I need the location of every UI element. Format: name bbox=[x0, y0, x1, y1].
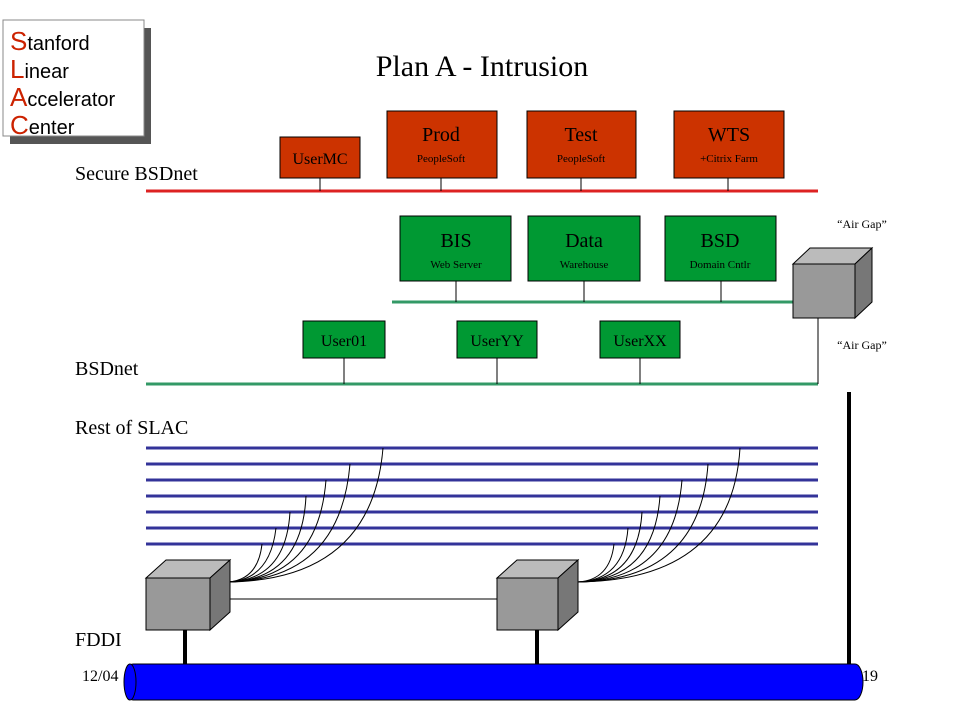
prod-label: Prod bbox=[422, 124, 460, 146]
footer-page: 19 bbox=[862, 668, 878, 685]
air-gap-cube bbox=[791, 246, 874, 384]
box-prod[interactable]: Prod PeopleSoft bbox=[386, 110, 498, 191]
box-useryy[interactable]: UserYY bbox=[456, 320, 538, 384]
box-bsd[interactable]: BSD Domain Cntlr bbox=[664, 215, 777, 302]
logo-word-linear: inear bbox=[24, 61, 69, 83]
user01-label: User01 bbox=[321, 333, 367, 350]
air-gap-label-top: “Air Gap” bbox=[837, 217, 887, 231]
box-user01[interactable]: User01 bbox=[302, 320, 386, 384]
bis-label: BIS bbox=[440, 230, 471, 252]
wts-sublabel: +Citrix Farm bbox=[700, 153, 758, 165]
box-wts[interactable]: WTS +Citrix Farm bbox=[673, 110, 785, 191]
svg-text:Stanford: Stanford bbox=[10, 26, 90, 56]
svg-text:Center: Center bbox=[10, 110, 75, 140]
label-fddi: FDDI bbox=[75, 629, 122, 651]
wts-label: WTS bbox=[708, 124, 750, 146]
svg-text:Accelerator: Accelerator bbox=[10, 82, 115, 112]
logo-word-center: enter bbox=[29, 117, 75, 139]
userxx-label: UserXX bbox=[613, 333, 667, 350]
switch-right-cube bbox=[495, 558, 580, 632]
prod-sublabel: PeopleSoft bbox=[417, 153, 465, 165]
fddi-ring bbox=[123, 663, 864, 701]
label-rest-of-slac: Rest of SLAC bbox=[75, 417, 188, 439]
label-secure-bsdnet: Secure BSDnet bbox=[75, 163, 198, 185]
bis-sublabel: Web Server bbox=[430, 259, 482, 271]
box-data[interactable]: Data Warehouse bbox=[527, 215, 641, 302]
svg-text:Linear: Linear bbox=[10, 54, 69, 84]
footer-date: 12/04 bbox=[82, 668, 118, 685]
bsd-label: BSD bbox=[701, 230, 740, 252]
logo-word-accelerator: ccelerator bbox=[27, 89, 115, 111]
test-sublabel: PeopleSoft bbox=[557, 153, 605, 165]
logo-word-stanford: tanford bbox=[27, 33, 89, 55]
logo-initial-l: L bbox=[10, 54, 24, 84]
switch-left-cube bbox=[144, 558, 232, 632]
label-bsdnet: BSDnet bbox=[75, 358, 139, 380]
data-sublabel: Warehouse bbox=[560, 259, 609, 271]
box-test[interactable]: Test PeopleSoft bbox=[526, 110, 637, 191]
switch-right-links bbox=[577, 447, 741, 583]
useryy-label: UserYY bbox=[470, 333, 524, 350]
air-gap-label-bottom: “Air Gap” bbox=[837, 338, 887, 352]
rest-of-slac-lines bbox=[146, 446, 818, 546]
usermc-label: UserMC bbox=[292, 151, 347, 168]
switch-left-links bbox=[227, 447, 384, 583]
box-bis[interactable]: BIS Web Server bbox=[399, 215, 512, 302]
box-usermc[interactable]: UserMC bbox=[279, 136, 361, 191]
test-label: Test bbox=[564, 124, 597, 146]
logo-initial-s: S bbox=[10, 26, 27, 56]
box-userxx[interactable]: UserXX bbox=[599, 320, 681, 384]
data-label: Data bbox=[565, 230, 603, 252]
page-title: Plan A - Intrusion bbox=[376, 50, 589, 83]
bsd-sublabel: Domain Cntlr bbox=[690, 259, 751, 271]
slac-logo: Stanford Linear Accelerator Center bbox=[2, 19, 151, 144]
logo-initial-a: A bbox=[10, 82, 28, 112]
logo-initial-c: C bbox=[10, 110, 29, 140]
